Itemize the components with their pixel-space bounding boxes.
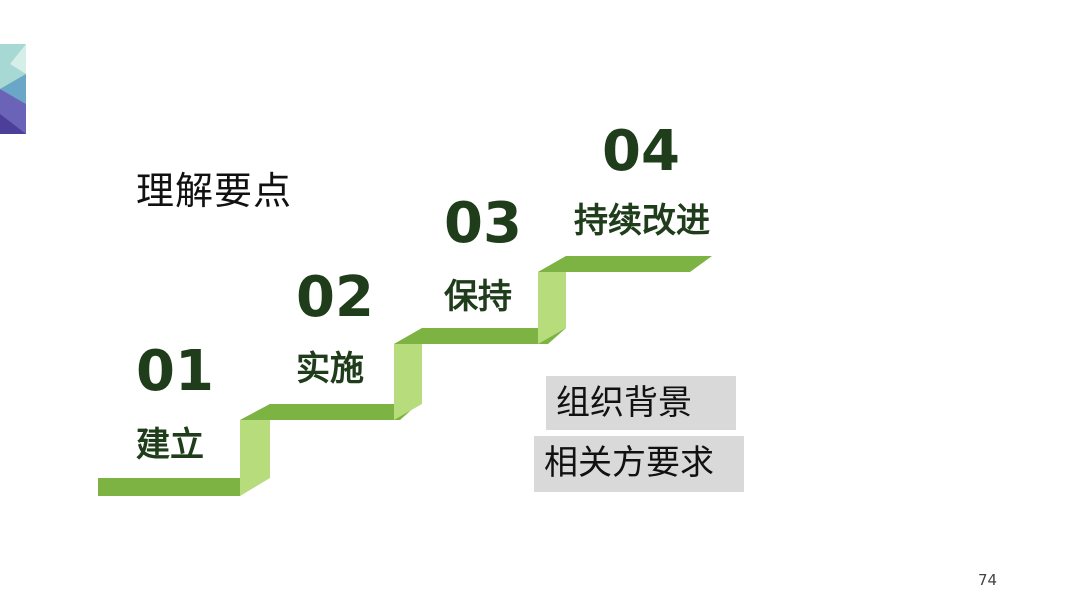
stair-tread-2 (240, 404, 418, 420)
step-number-01: 01 (136, 344, 214, 400)
tag-stakeholder-requirements: 相关方要求 (534, 436, 744, 492)
stair-tread-1 (98, 478, 258, 496)
step-label-03: 保持 (444, 280, 512, 314)
step-number-03: 03 (444, 196, 522, 252)
page-number: 74 (978, 571, 997, 589)
step-label-01: 建立 (136, 428, 204, 462)
step-number-04: 04 (602, 124, 680, 180)
stair-tread-4 (538, 256, 712, 272)
step-number-02: 02 (296, 270, 374, 326)
tag-organization-context: 组织背景 (546, 376, 736, 430)
step-label-04: 持续改进 (574, 204, 710, 238)
step-label-02: 实施 (296, 352, 364, 386)
